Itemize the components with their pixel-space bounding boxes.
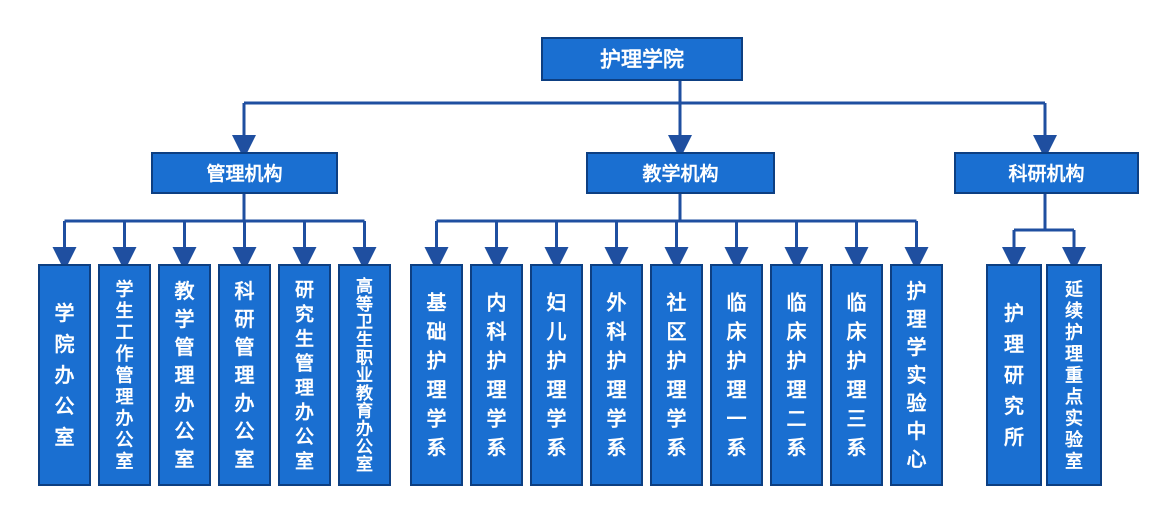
unit-node: 临床护理二系	[770, 264, 823, 486]
unit-node-box	[986, 264, 1042, 486]
root-node-box	[541, 37, 743, 81]
group-node-1-label: 教学机构	[642, 162, 718, 185]
unit-node-label: 学生工作管理办公室	[116, 278, 134, 472]
unit-node-box	[890, 264, 943, 486]
group-node-1-box	[586, 152, 775, 194]
unit-node-box	[98, 264, 151, 486]
unit-node: 外科护理学系	[590, 264, 643, 486]
unit-node-box	[470, 264, 523, 486]
unit-node: 研究生管理办公室	[278, 264, 331, 486]
unit-node-label: 高等卫生职业教育办公室	[355, 276, 374, 475]
unit-node: 教学管理办公室	[158, 264, 211, 486]
unit-node-box	[158, 264, 211, 486]
group-node-0-box	[151, 152, 338, 194]
unit-node-label: 妇儿护理学系	[546, 291, 567, 460]
unit-node: 护理研究所	[986, 264, 1042, 486]
unit-node-box	[338, 264, 391, 486]
group-node-2: 科研机构	[954, 152, 1139, 194]
unit-node-box	[278, 264, 331, 486]
unit-node: 临床护理三系	[830, 264, 883, 486]
unit-node: 科研管理办公室	[218, 264, 271, 486]
unit-node-label: 临床护理一系	[727, 291, 748, 460]
unit-node: 学生工作管理办公室	[98, 264, 151, 486]
unit-node: 社区护理学系	[650, 264, 703, 486]
unit-node-box	[590, 264, 643, 486]
unit-node-label: 临床护理二系	[787, 291, 808, 460]
group-node-0-label: 管理机构	[206, 162, 282, 185]
unit-node-label: 内科护理学系	[487, 291, 507, 460]
root-node: 护理学院	[541, 37, 743, 81]
unit-node: 内科护理学系	[470, 264, 523, 486]
unit-node: 基础护理学系	[410, 264, 463, 486]
connectors	[52, 80, 1086, 271]
unit-node-label: 延续护理重点实验室	[1064, 279, 1084, 472]
unit-node-label: 科研管理办公室	[235, 279, 255, 471]
unit-node: 临床护理一系	[710, 264, 763, 486]
unit-node-box	[770, 264, 823, 486]
unit-node: 妇儿护理学系	[530, 264, 583, 486]
unit-node: 学院办公室	[38, 264, 91, 486]
unit-node-label: 教学管理办公室	[175, 279, 196, 471]
unit-node: 延续护理重点实验室	[1046, 264, 1102, 486]
unit-node-label: 临床护理三系	[847, 291, 868, 460]
unit-node: 高等卫生职业教育办公室	[338, 264, 391, 486]
group-node-1: 教学机构	[586, 152, 775, 194]
unit-node-label: 护理学实验中心	[907, 279, 927, 471]
unit-node-label: 学院办公室	[55, 301, 75, 449]
unit-node-box	[38, 264, 91, 486]
unit-node-label: 外科护理学系	[607, 291, 627, 460]
unit-node-box	[710, 264, 763, 486]
unit-node-box	[830, 264, 883, 486]
root-node-label: 护理学院	[600, 48, 684, 72]
unit-node-box	[410, 264, 463, 486]
unit-node-box	[650, 264, 703, 486]
unit-node: 护理学实验中心	[890, 264, 943, 486]
unit-node-box	[530, 264, 583, 486]
group-node-0: 管理机构	[151, 152, 338, 194]
unit-node-box	[1046, 264, 1102, 486]
unit-node-label: 护理研究所	[1004, 301, 1024, 449]
unit-node-label: 社区护理学系	[666, 291, 687, 460]
unit-node-label: 基础护理学系	[427, 291, 448, 460]
unit-node-label: 研究生管理办公室	[295, 279, 314, 473]
group-node-2-label: 科研机构	[1008, 162, 1084, 185]
unit-node-box	[218, 264, 271, 486]
group-node-2-box	[954, 152, 1139, 194]
